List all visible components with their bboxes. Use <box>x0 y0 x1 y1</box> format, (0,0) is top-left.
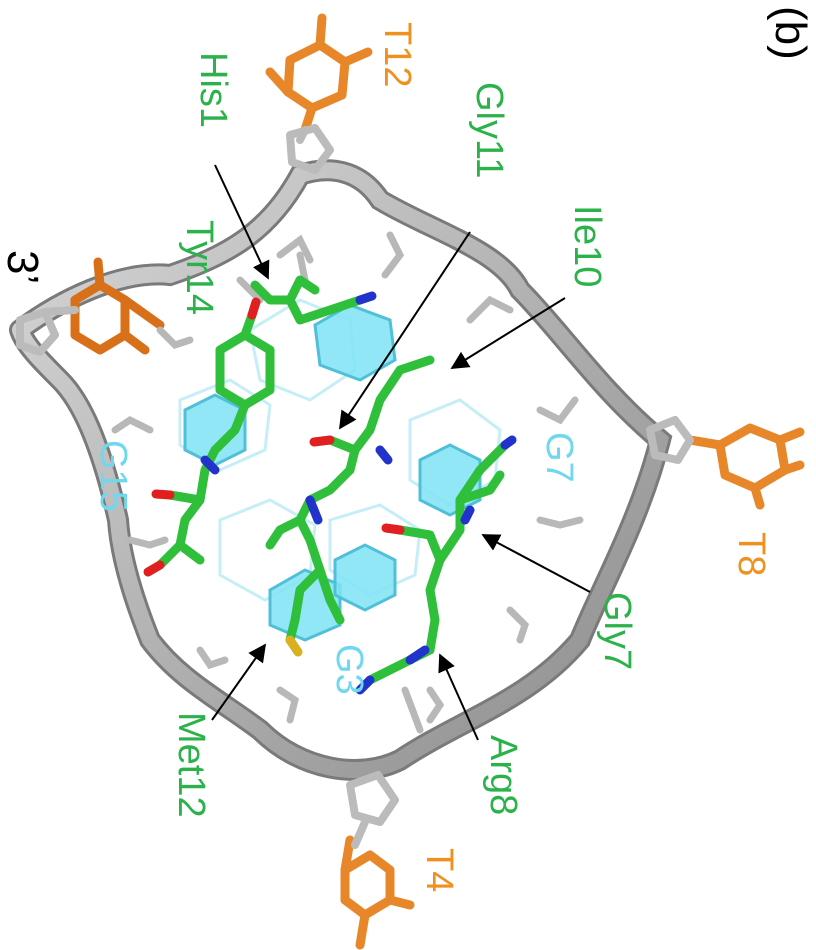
label-residue-his1: His1 <box>192 52 234 129</box>
guanine-ring <box>333 543 397 612</box>
label-residue-arg8: Arg8 <box>482 735 524 816</box>
guanine-bases <box>183 303 482 642</box>
guanine-ring <box>183 393 247 467</box>
label-thymine-t8: T8 <box>730 532 772 577</box>
peptide-sticks <box>155 275 510 685</box>
thymine-nucleotides <box>16 13 805 950</box>
arrow-ile10 <box>450 297 566 369</box>
label-residue-tyr14: Tyr14 <box>178 220 220 316</box>
arrow-arg8 <box>438 653 479 741</box>
arrow-his1 <box>214 164 270 280</box>
label-residue-met12: Met12 <box>170 712 212 818</box>
end-label-3prime: 3’ <box>0 250 47 285</box>
dna-backbone-ribbon <box>9 159 673 781</box>
arrow-gly7 <box>481 534 591 593</box>
label-thymine-t12: T12 <box>376 22 418 88</box>
heteroatom-accents <box>143 291 517 695</box>
thymine-t8 <box>685 423 805 510</box>
label-thymine-t4: T4 <box>418 848 460 893</box>
arrow-gly11 <box>339 231 471 430</box>
panel-label: (b) <box>766 6 815 60</box>
annotation-arrows <box>211 164 591 741</box>
label-residue-ile10: Ile10 <box>566 205 608 288</box>
label-residue-gly11: Gly11 <box>468 82 510 179</box>
thymine-3prime <box>70 257 165 355</box>
label-guanine-g7: G7 <box>538 432 580 483</box>
sugar-phosphate-sticks <box>111 231 584 734</box>
guanine-ring <box>313 303 397 382</box>
label-residue-gly7: Gly7 <box>596 592 638 671</box>
thymine-t12 <box>265 13 373 135</box>
label-guanine-g15: G15 <box>92 440 134 512</box>
thymine-t4 <box>340 835 415 950</box>
label-guanine-g3: G3 <box>328 644 370 695</box>
arrow-met12 <box>211 643 267 721</box>
